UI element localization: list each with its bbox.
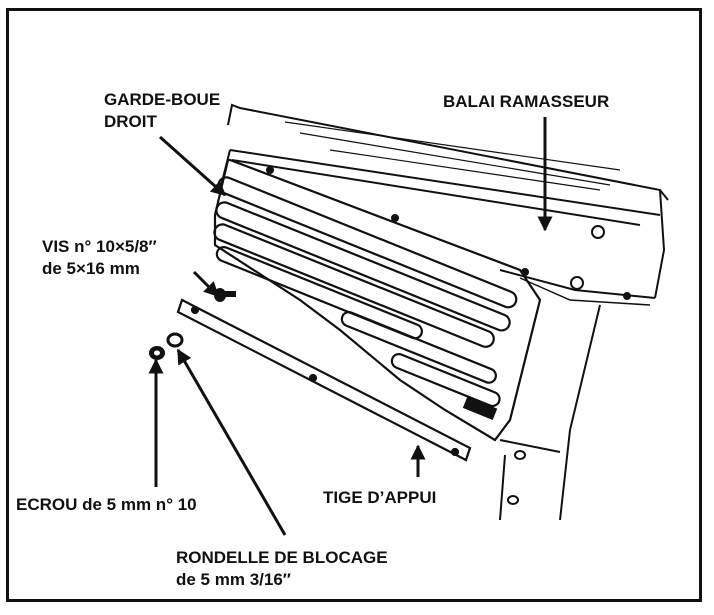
label-tige: TIGE D’APPUI	[323, 488, 436, 507]
label-rondelle-2: de 5 mm 3/16″	[176, 570, 291, 589]
arrow-garde-boue	[159, 135, 227, 197]
label-vis-2: de 5×16 mm	[42, 259, 140, 278]
support-rod	[176, 298, 472, 462]
label-balai: BALAI RAMASSEUR	[443, 92, 609, 111]
label-garde-boue-2: DROIT	[104, 112, 158, 131]
label-garde-boue-1: GARDE-BOUE	[104, 90, 220, 109]
leader-arrows	[148, 117, 553, 536]
nut	[149, 346, 165, 360]
arrow-rondelle	[176, 348, 287, 536]
label-ecrou: ECROU de 5 mm n° 10	[16, 495, 197, 514]
frame-panel	[499, 304, 601, 521]
lock-washer	[166, 332, 184, 348]
pickup-broom-housing	[219, 103, 669, 306]
arrow-vis	[192, 270, 220, 298]
label-rondelle-1: RONDELLE DE BLOCAGE	[176, 548, 388, 567]
figure-border	[6, 8, 702, 602]
label-vis-1: VIS n° 10×5/8″	[42, 237, 157, 256]
